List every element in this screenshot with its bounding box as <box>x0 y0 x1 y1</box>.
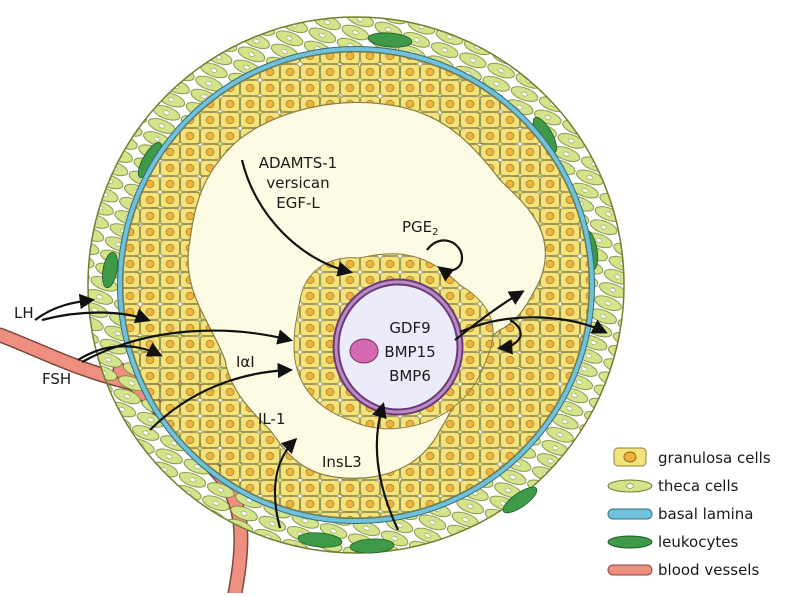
oocyte-nucleus <box>350 339 378 363</box>
label-versican: versican <box>266 174 329 192</box>
label-bmp6: BMP6 <box>389 367 431 385</box>
label-lh: LH <box>14 304 34 322</box>
legend-label: theca cells <box>658 477 739 495</box>
label-insl3: InsL3 <box>322 453 362 471</box>
legend-label: granulosa cells <box>658 449 771 467</box>
legend-item-blood-vessels: blood vessels <box>608 561 759 579</box>
label-adamts: ADAMTS-1 <box>259 154 337 172</box>
legend-label: basal lamina <box>658 505 754 523</box>
legend-item-theca: theca cells <box>608 477 739 495</box>
label-gdf9: GDF9 <box>389 319 430 337</box>
legend-item-leukocytes: leukocytes <box>608 533 738 551</box>
legend-label: leukocytes <box>658 533 738 551</box>
legend-label: blood vessels <box>658 561 759 579</box>
legend-item-basal: basal lamina <box>608 505 754 523</box>
label-bmp15: BMP15 <box>384 343 435 361</box>
legend-item-granulosa: granulosa cells <box>614 448 771 467</box>
legend: granulosa cells theca cells basal lamina… <box>608 448 771 579</box>
label-il1: IL-1 <box>258 410 285 428</box>
label-fsh: FSH <box>42 370 71 388</box>
label-egfl: EGF-L <box>276 194 320 212</box>
label-iai: IαI <box>236 353 255 371</box>
